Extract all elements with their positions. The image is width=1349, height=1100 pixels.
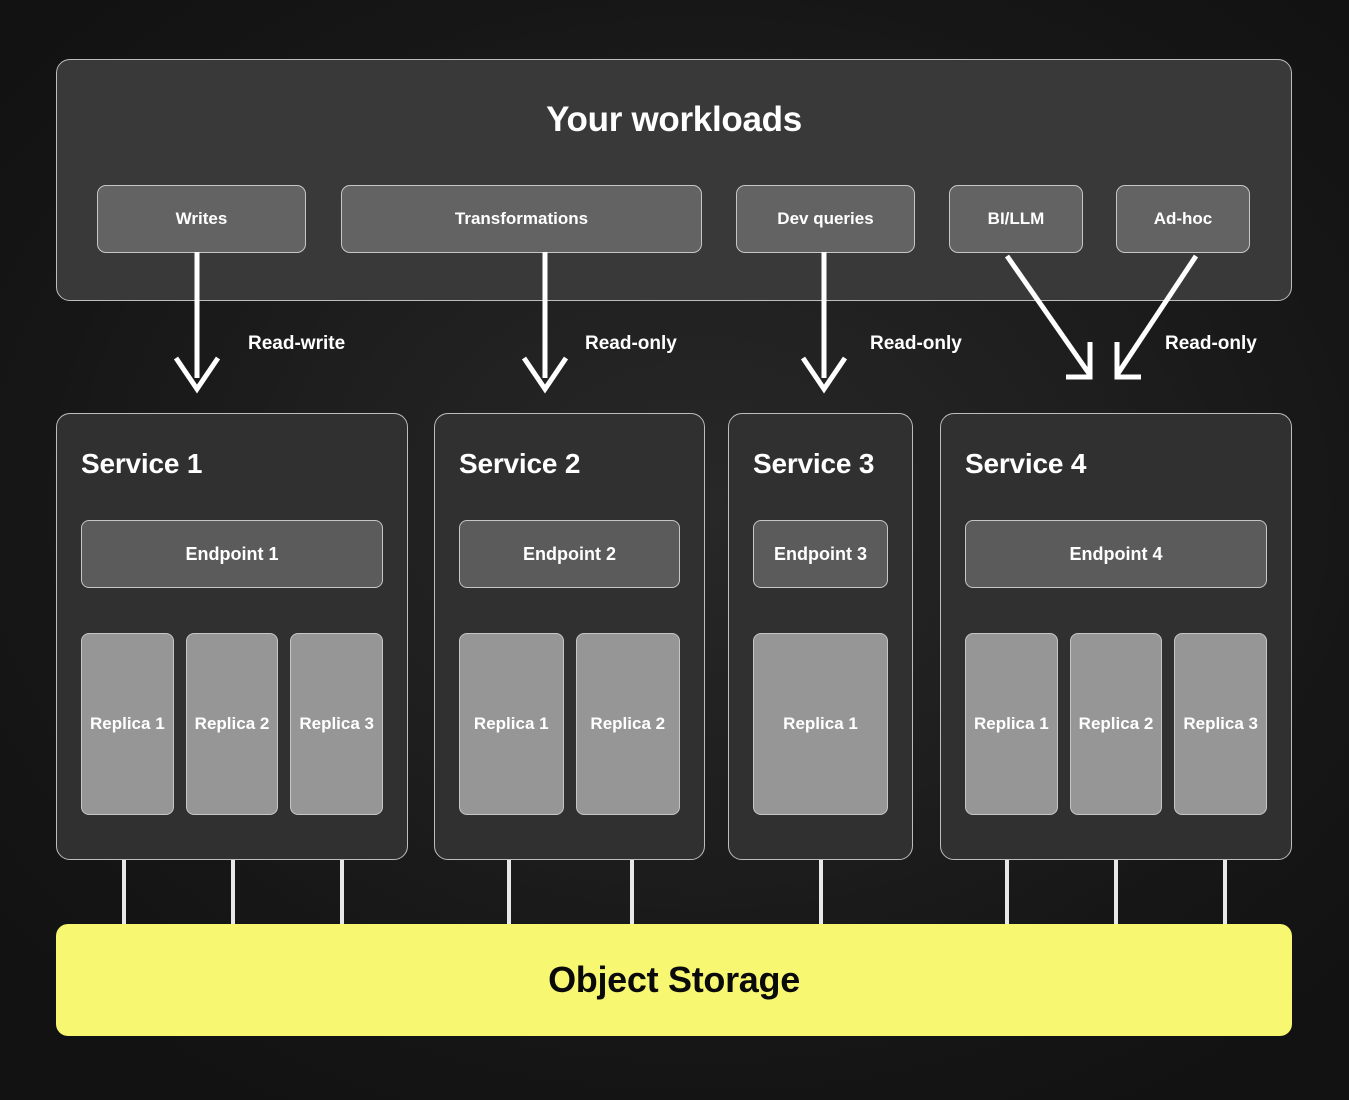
replica-label: Replica 2 (1078, 714, 1154, 733)
service-title: Service 3 (753, 448, 875, 479)
workload-chip-ad-hoc[interactable]: Ad-hoc (1116, 185, 1250, 253)
endpoint-box[interactable]: Endpoint 2 (459, 520, 680, 588)
workload-chip-label: Writes (175, 209, 228, 228)
replica-box[interactable]: Replica 2 (185, 633, 279, 815)
object-storage-label: Object Storage (548, 959, 800, 1000)
replica-row: Replica 1 (753, 633, 888, 815)
storage-connector (630, 860, 634, 926)
arrow-label-read-only-4: Read-only (1165, 333, 1257, 354)
service-title: Service 4 (965, 448, 1087, 479)
object-storage-bar[interactable]: Object Storage (56, 924, 1292, 1036)
endpoint-box[interactable]: Endpoint 4 (965, 520, 1267, 588)
workload-chip-writes[interactable]: Writes (97, 185, 306, 253)
service-box-3[interactable]: Service 3 Endpoint 3 Replica 1 (728, 413, 913, 860)
workload-chip-label: Dev queries (777, 209, 874, 228)
arrow-label-read-write: Read-write (248, 333, 346, 354)
replica-box[interactable]: Replica 2 (575, 633, 680, 815)
replica-box[interactable]: Replica 1 (81, 633, 174, 815)
service-box-1[interactable]: Service 1 Endpoint 1 Replica 1 Replica 2… (56, 413, 408, 860)
storage-connector (1223, 860, 1227, 926)
replica-label: Replica 1 (473, 714, 549, 733)
service-title: Service 2 (459, 448, 581, 479)
storage-connector (507, 860, 511, 926)
workload-chip-transformations[interactable]: Transformations (341, 185, 702, 253)
replica-box[interactable]: Replica 1 (753, 633, 888, 815)
replica-label: Replica 2 (194, 714, 270, 733)
storage-connector (231, 860, 235, 926)
workload-chip-label: Ad-hoc (1153, 209, 1213, 228)
endpoint-label: Endpoint 4 (1069, 543, 1163, 564)
replica-box[interactable]: Replica 2 (1069, 633, 1163, 815)
replica-row: Replica 1 Replica 2 Replica 3 (965, 633, 1268, 815)
replica-row: Replica 1 Replica 2 Replica 3 (81, 633, 384, 815)
endpoint-box[interactable]: Endpoint 3 (753, 520, 888, 588)
replica-box[interactable]: Replica 3 (290, 633, 384, 815)
arrow-label-read-only-2: Read-only (585, 333, 677, 354)
replica-label: Replica 3 (299, 714, 374, 733)
replica-box[interactable]: Replica 1 (965, 633, 1058, 815)
workload-chip-dev-queries[interactable]: Dev queries (736, 185, 915, 253)
service-box-2[interactable]: Service 2 Endpoint 2 Replica 1 Replica 2 (434, 413, 705, 860)
service-title: Service 1 (81, 448, 203, 479)
storage-connector (122, 860, 126, 926)
replica-label: Replica 3 (1183, 714, 1258, 733)
endpoint-label: Endpoint 1 (185, 543, 279, 564)
workload-chip-bi-llm[interactable]: BI/LLM (949, 185, 1083, 253)
workload-chip-label: BI/LLM (987, 209, 1045, 228)
storage-connector (819, 860, 823, 926)
storage-connector (340, 860, 344, 926)
page-title: Your workloads (546, 100, 802, 139)
endpoint-label: Endpoint 3 (774, 543, 867, 564)
replica-label: Replica 1 (90, 714, 165, 733)
replica-label: Replica 1 (783, 714, 858, 733)
workload-chip-label: Transformations (454, 209, 589, 228)
replica-label: Replica 2 (590, 714, 666, 733)
arrow-label-read-only-3: Read-only (870, 333, 962, 354)
replica-row: Replica 1 Replica 2 (459, 633, 680, 815)
replica-label: Replica 1 (974, 714, 1049, 733)
your-workloads-panel: Your workloads Writes Transformations De… (56, 59, 1292, 301)
endpoint-box[interactable]: Endpoint 1 (81, 520, 383, 588)
replica-box[interactable]: Replica 1 (459, 633, 564, 815)
service-box-4[interactable]: Service 4 Endpoint 4 Replica 1 Replica 2… (940, 413, 1292, 860)
storage-connector (1114, 860, 1118, 926)
replica-box[interactable]: Replica 3 (1174, 633, 1268, 815)
endpoint-label: Endpoint 2 (523, 543, 616, 564)
storage-connector (1005, 860, 1009, 926)
